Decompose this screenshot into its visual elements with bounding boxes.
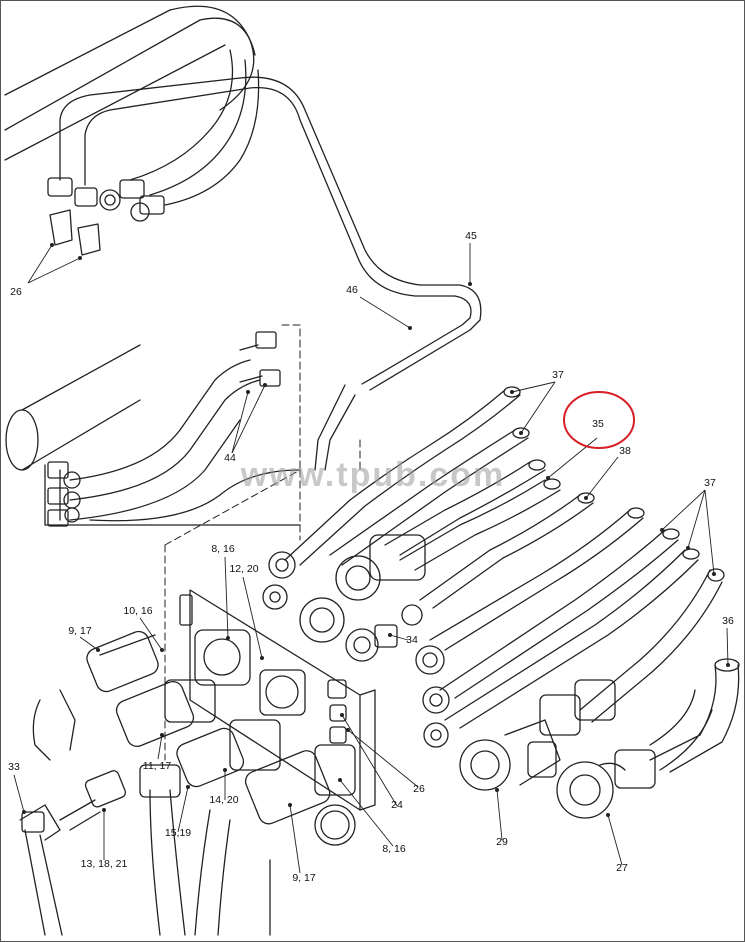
callout-13-18-21: 13, 18, 21	[81, 858, 128, 870]
callout-9-17-upper: 9, 17	[68, 625, 92, 637]
callout-44: 44	[224, 452, 236, 464]
callout-29: 29	[496, 836, 508, 848]
dashed-frame	[164, 439, 361, 761]
left-cylinder	[5, 344, 301, 527]
callout-8-16-lower: 8, 16	[382, 843, 406, 855]
callout-12-20: 12, 20	[229, 563, 258, 575]
fittings-44	[239, 324, 301, 471]
tee-fitting-29	[459, 719, 561, 791]
callout-15-19: 15,19	[165, 827, 191, 839]
upper-fittings	[47, 177, 165, 256]
callout-26-lower: 26	[413, 783, 425, 795]
callout-10-16: 10, 16	[123, 605, 152, 617]
callout-37-upper: 37	[552, 369, 564, 381]
center-fittings	[262, 534, 616, 748]
highlight-circle	[563, 391, 635, 449]
callout-38: 38	[619, 445, 631, 457]
callout-24: 24	[391, 799, 403, 811]
callout-35: 35	[592, 418, 604, 430]
leader-dots	[22, 243, 730, 817]
callout-33: 33	[8, 761, 20, 773]
callout-11-17: 11, 17	[143, 760, 172, 772]
callout-8-16-upper: 8, 16	[211, 543, 235, 555]
rigid-tubes	[59, 76, 482, 522]
callout-14-20: 14, 20	[209, 794, 238, 806]
line-drawing	[4, 5, 740, 936]
callout-45: 45	[465, 230, 477, 242]
callout-34: 34	[406, 634, 418, 646]
callout-27: 27	[616, 862, 628, 874]
elbow-fitting-27	[556, 689, 713, 819]
callout-26-upper: 26	[10, 286, 22, 298]
couplers-left	[84, 629, 356, 846]
elbow-hose-33	[19, 689, 101, 936]
right-hoses	[284, 386, 740, 773]
callout-labels: 26 45 46 44 37 35 38 37 36 8, 16 12, 20 …	[8, 230, 734, 884]
upper-frame	[4, 5, 256, 161]
callout-36: 36	[722, 615, 734, 627]
upper-hoses	[129, 49, 260, 206]
callout-46: 46	[346, 284, 358, 296]
callout-37-right: 37	[704, 477, 716, 489]
watermark-text: www.tpub.com	[240, 456, 506, 494]
lower-hoses	[149, 789, 271, 936]
bulkhead-plate	[189, 589, 376, 811]
small-fittings	[179, 594, 347, 744]
callout-9-17-lower: 9, 17	[292, 872, 316, 884]
leader-lines	[13, 243, 729, 874]
